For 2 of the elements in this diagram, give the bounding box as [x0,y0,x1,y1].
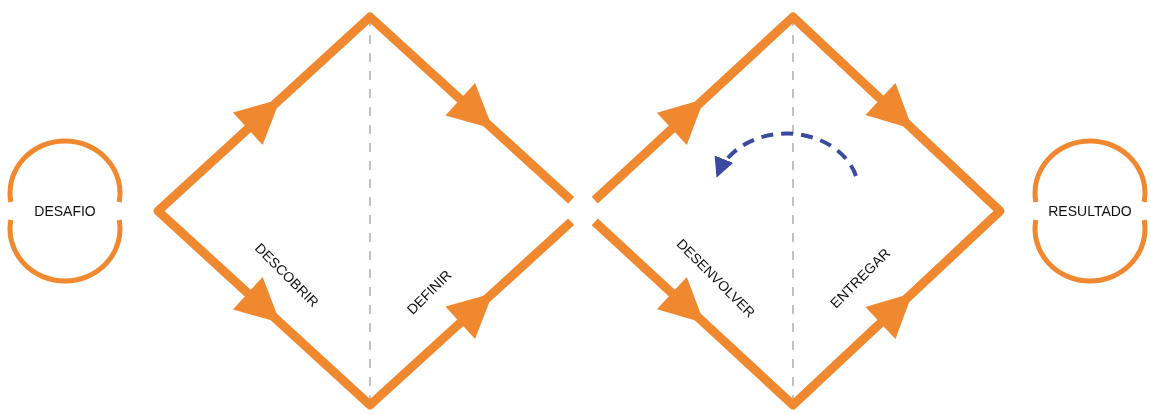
stage-label: DESAFIO [34,204,96,218]
stage-label: RESULTADO [1048,204,1132,218]
